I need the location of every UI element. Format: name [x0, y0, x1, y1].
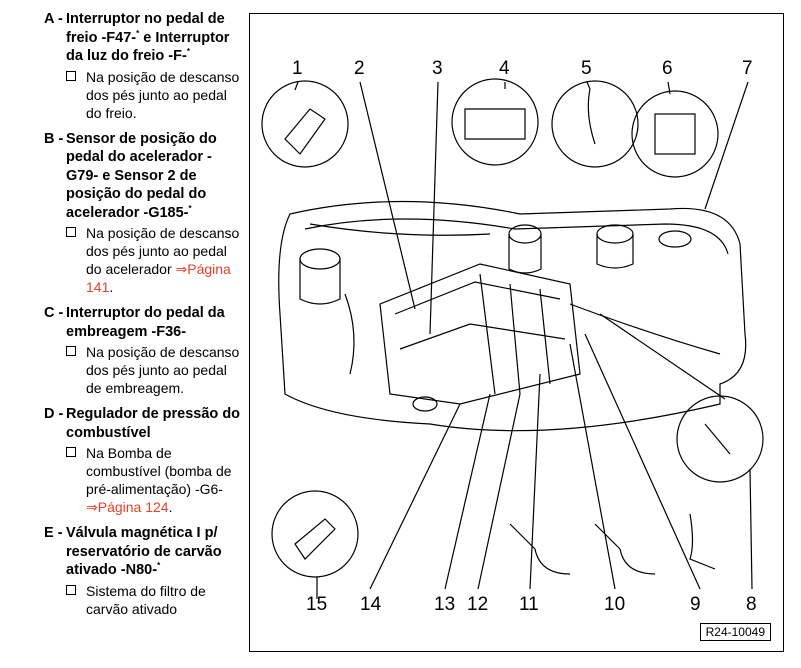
figure-reference: R24-10049 [699, 623, 771, 641]
legend-item-letter: A - [44, 11, 63, 27]
legend-item-letter: C - [44, 305, 64, 321]
legend-item-letter: E - [44, 525, 63, 541]
engine-bay-illustration [261, 78, 764, 599]
callout-15: 15 [306, 594, 328, 615]
legend-item-title: A - Interruptor no pedal de freio -F47-*… [44, 11, 230, 64]
engine-diagram: 1 2 3 4 5 6 7 15 14 13 12 11 10 9 8 R24-… [249, 13, 784, 652]
legend-item-letter: B - [44, 130, 64, 147]
callout-2: 2 [354, 58, 365, 79]
legend-item-note: Na posição de descanso dos pés junto ao … [66, 68, 244, 122]
page-link-124[interactable]: ⇒Página 124 [86, 499, 169, 515]
checkbox-bullet-icon [66, 584, 76, 595]
callout-11: 11 [519, 594, 539, 615]
callout-4: 4 [499, 58, 510, 79]
callout-3: 3 [432, 58, 443, 79]
legend-item-title: B - Sensor de posição do pedal do aceler… [44, 130, 217, 221]
callout-5: 5 [581, 58, 592, 79]
checkbox-bullet-icon [66, 346, 76, 356]
callout-7: 7 [742, 58, 753, 79]
page-link-141[interactable]: ⇒Página 141 [86, 261, 231, 295]
callout-1: 1 [292, 58, 303, 79]
legend-item-a: A - Interruptor no pedal de freio -F47-*… [44, 10, 244, 122]
callout-13: 13 [434, 594, 456, 615]
callout-12: 12 [467, 594, 489, 615]
legend-item-title: C - Interruptor do pedal da embreagem -F… [44, 305, 225, 340]
checkbox-bullet-icon [66, 227, 76, 237]
legend-item-d: D - Regulador de pressão do combustível … [44, 405, 244, 516]
legend-item-c: C - Interruptor do pedal da embreagem -F… [44, 304, 244, 397]
callout-14: 14 [360, 594, 382, 615]
legend-item-title: E - Válvula magnética I p/ reservatório … [44, 525, 222, 578]
legend-item-b: B - Sensor de posição do pedal do aceler… [44, 130, 244, 297]
callout-6: 6 [662, 58, 673, 79]
legend-item-note: Na posição de descanso dos pés junto ao … [66, 224, 244, 296]
legend-item-note: Sistema do filtro de carvão ativado [66, 582, 244, 618]
legend-item-letter: D - [44, 406, 64, 422]
callout-9: 9 [690, 594, 701, 615]
legend-item-note: Na Bomba de combustível (bomba de pré-al… [66, 444, 244, 516]
legend-item-e: E - Válvula magnética I p/ reservatório … [44, 524, 244, 618]
legend-item-note: Na posição de descanso dos pés junto ao … [66, 343, 244, 397]
checkbox-bullet-icon [66, 70, 76, 81]
legend-item-title: D - Regulador de pressão do combustível [44, 406, 241, 441]
callout-10: 10 [604, 594, 626, 615]
callout-8: 8 [746, 594, 757, 615]
checkbox-bullet-icon [66, 447, 76, 457]
legend-list: A - Interruptor no pedal de freio -F47-*… [44, 10, 244, 626]
